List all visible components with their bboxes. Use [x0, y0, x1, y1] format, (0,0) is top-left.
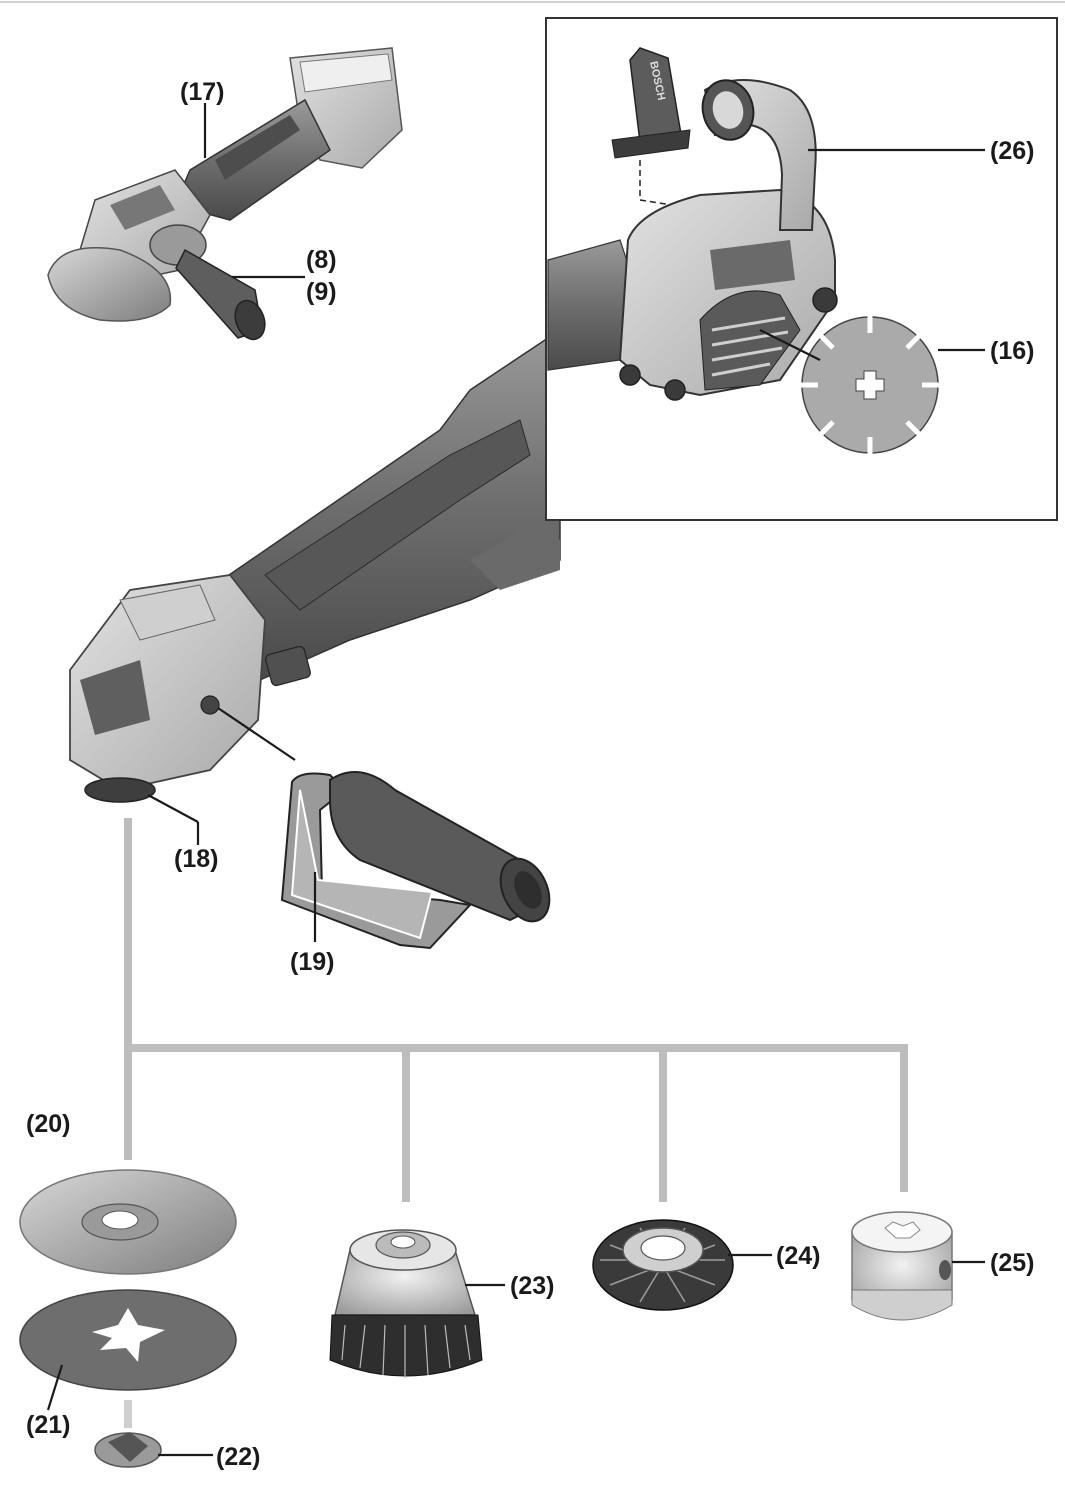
label-26: (26)	[990, 137, 1034, 165]
inset-cutting-guard-assembly: BOSCH	[547, 47, 940, 455]
clamping-nut	[94, 1400, 162, 1468]
leader-21	[46, 1364, 64, 1411]
label-20: (20)	[26, 1110, 70, 1138]
label-16: (16)	[990, 337, 1034, 365]
cup-wire-brush	[329, 1229, 483, 1378]
label-19: (19)	[290, 948, 334, 976]
label-24: (24)	[776, 1242, 820, 1270]
small-angle-grinder	[47, 47, 403, 341]
label-25: (25)	[990, 1249, 1034, 1277]
side-handle-with-hand-guard	[280, 771, 551, 950]
knot-wire-brush	[592, 1219, 734, 1311]
diamond-core-bit	[851, 1211, 953, 1321]
mounting-flange-disc	[19, 1169, 237, 1275]
accessory-connector-tree	[124, 818, 908, 1202]
leader-guard-to-blade	[759, 329, 821, 361]
large-angle-grinder	[69, 328, 561, 803]
leader-18	[147, 794, 199, 823]
label-17: (17)	[180, 78, 224, 106]
label-21: (21)	[26, 1411, 70, 1439]
label-18: (18)	[174, 845, 218, 873]
label-8: (8)	[306, 246, 337, 274]
leader-mount-point	[217, 707, 296, 761]
label-22: (22)	[216, 1443, 260, 1471]
rubber-sanding-plate	[19, 1289, 237, 1391]
label-23: (23)	[510, 1272, 554, 1300]
label-9: (9)	[306, 278, 337, 306]
